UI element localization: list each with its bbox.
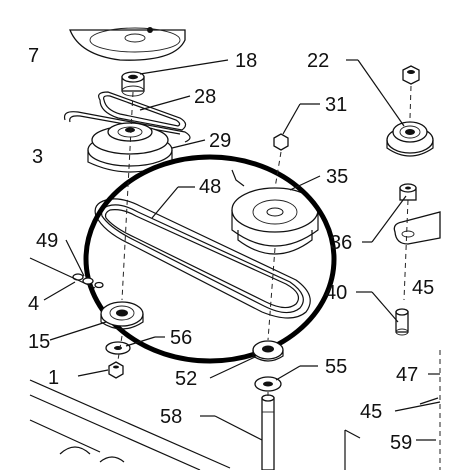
part-labels: 7 3 4 15 1 18 28 29 22 31 35 48 49 36 40… <box>28 45 434 454</box>
washer-part-56 <box>105 341 131 355</box>
clip-parts-49 <box>29 257 104 289</box>
label-36: 36 <box>330 232 352 254</box>
label-15: 15 <box>28 331 50 353</box>
label-58: 58 <box>160 406 182 428</box>
washer-part-55 <box>254 376 282 392</box>
nut-part-1 <box>108 361 124 379</box>
leader-lines <box>43 59 441 441</box>
label-59: 59 <box>390 432 412 454</box>
nut-part-22 <box>402 65 420 85</box>
label-31: 31 <box>325 94 347 116</box>
label-47: 47 <box>396 364 418 386</box>
pin-part-40 <box>395 308 409 336</box>
label-35: 35 <box>326 166 348 188</box>
label-28: 28 <box>194 86 216 108</box>
label-55: 55 <box>325 356 347 378</box>
bracket-arm-part <box>393 211 441 245</box>
label-45-lower: 45 <box>360 401 382 423</box>
nut-part-31 <box>273 133 289 151</box>
label-52: 52 <box>175 368 197 390</box>
label-45-upper: 45 <box>412 277 434 299</box>
belt-part-28 <box>98 91 187 131</box>
frame-lines <box>29 350 441 470</box>
shaft-part-58 <box>261 394 275 470</box>
top-pulley-part <box>69 27 186 61</box>
axis-lines <box>117 85 412 396</box>
label-49: 49 <box>36 230 58 252</box>
label-7: 7 <box>28 45 39 67</box>
label-56: 56 <box>170 327 192 349</box>
highlight-circle <box>83 154 337 364</box>
label-1: 1 <box>48 367 59 389</box>
label-22: 22 <box>307 50 329 72</box>
label-29: 29 <box>209 130 231 152</box>
label-48: 48 <box>199 176 221 198</box>
bearing-part-15 <box>100 301 144 330</box>
label-18: 18 <box>235 50 257 72</box>
label-40: 40 <box>325 282 347 304</box>
label-4: 4 <box>28 293 39 315</box>
spacer-part-36 <box>399 183 417 201</box>
label-3: 3 <box>32 146 43 168</box>
bearing-part-52 <box>252 340 284 362</box>
idler-pulley-part <box>386 121 434 157</box>
spacer-part-18 <box>121 71 145 97</box>
